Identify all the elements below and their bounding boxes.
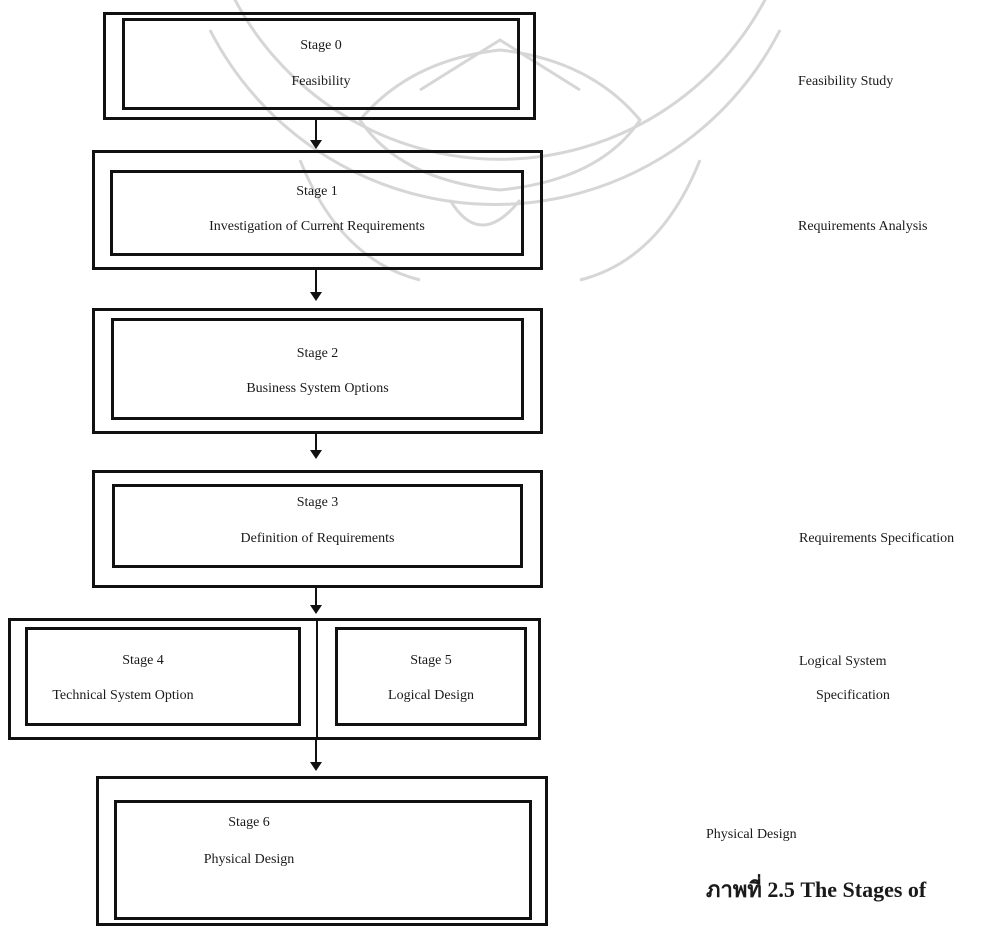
phase-physical-design: Physical Design <box>706 827 797 842</box>
stage-4-5-outer-box <box>8 618 541 740</box>
phase-requirements-analysis: Requirements Analysis <box>798 219 928 234</box>
stage-3-label: Stage 3 <box>296 495 339 510</box>
stage-2-box <box>111 318 524 420</box>
stage-5-box <box>335 627 527 726</box>
stage-4-box <box>25 627 301 726</box>
stage-0-outer-box <box>103 12 536 120</box>
stage-4-label: Stage 4 <box>122 653 164 668</box>
phase-requirements-specification: Requirements Specification <box>799 531 955 546</box>
phase-logical-system-line2: Specification <box>816 688 890 703</box>
stage-3-box <box>112 484 523 568</box>
stage-2-label: Stage 2 <box>296 346 339 361</box>
stage-6-label: Stage 6 <box>228 815 270 830</box>
stage-5-label: Stage 5 <box>410 653 452 668</box>
stage-1-box <box>110 170 524 256</box>
stage-4-name: Technical System Option <box>52 688 194 703</box>
stage-3-outer-box <box>92 470 543 588</box>
stage-5-name: Logical Design <box>388 688 474 703</box>
stage-6-name: Physical Design <box>203 852 295 867</box>
stage-1-name: Investigation of Current Requirements <box>209 219 425 234</box>
stage-0-label: Stage 0 <box>300 38 342 53</box>
phase-logical-system-line1: Logical System <box>799 654 887 669</box>
phase-feasibility-study: Feasibility Study <box>798 74 894 89</box>
stage-1-label: Stage 1 <box>296 184 338 199</box>
stage-0-box <box>122 18 520 110</box>
stage-2-name: Business System Options <box>246 381 389 396</box>
stage-4-5-divider <box>316 618 318 740</box>
stage-2-outer-box <box>92 308 543 434</box>
stage-0-name: Feasibility <box>291 74 351 89</box>
figure-caption: ภาพที่ 2.5 The Stages of <box>706 877 927 902</box>
stage-3-name: Definition of Requirements <box>240 531 395 546</box>
stage-1-outer-box <box>92 150 543 270</box>
